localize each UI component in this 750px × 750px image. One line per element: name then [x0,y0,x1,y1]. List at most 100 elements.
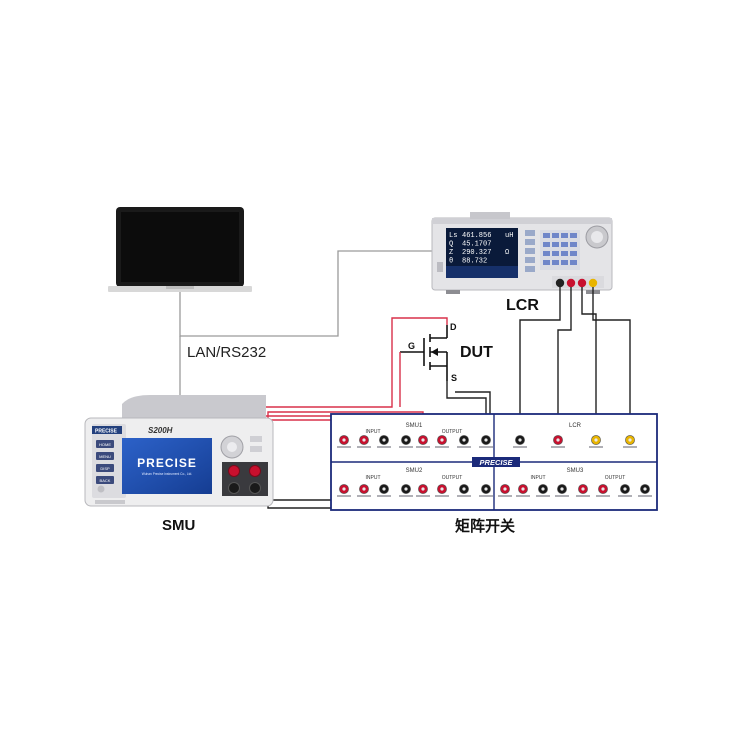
terminal-jack-center [342,438,346,442]
smu1-input-title: INPUT [366,429,381,435]
laptop-icon [108,207,252,292]
smu-side-button-label: HOME [99,442,111,447]
terminal-jack-caption [399,495,413,497]
terminal-jack-caption [623,446,637,448]
smu-side-buttons: HOME MENU DISP BACK [96,440,114,484]
terminal-jack-center [484,487,488,491]
terminal-jack-center [628,438,632,442]
terminal-jack-caption [357,446,371,448]
terminal-jack-center [484,438,488,442]
terminal-jack-center [382,487,386,491]
terminal-jack-center [518,438,522,442]
lcr-row-unit: Ω [505,249,509,257]
terminal-jack-caption [479,446,493,448]
smu-instrument: PRECISE S200H HOME MENU DISP BACK PRECISE W… [84,395,274,507]
terminal-jack-center [362,438,366,442]
terminal-jack-center [440,487,444,491]
terminal-jack-center [421,438,425,442]
lcr-row-value: 290.327 [462,249,491,257]
smu-side-button[interactable] [96,440,114,448]
terminal-jack-caption [536,495,550,497]
terminal-jack-caption [516,495,530,497]
smu-screen-brand: PRECISE [137,456,197,470]
terminal-jack-caption [589,446,603,448]
smu2-output-title: OUTPUT [442,475,463,481]
smu-side-button[interactable] [96,464,114,472]
lcr-row-param: Z [449,249,453,257]
mosfet-arrow-icon [431,348,438,356]
lcr-keypad [525,230,580,272]
terminal-jack-center [556,438,560,442]
terminal-jack-caption [357,495,371,497]
matrix-label: 矩阵开关 [455,517,515,535]
terminal-jack-center [541,487,545,491]
terminal-jack-center [643,487,647,491]
lcr-label: LCR [506,297,539,314]
smu2-title: SMU2 [406,468,423,474]
mosfet-icon [400,325,448,381]
terminal-jack-center [342,487,346,491]
terminal-jack-caption [457,495,471,497]
drain-label: D [450,322,457,332]
terminal-jack-caption [596,495,610,497]
lcr-row-param: Ls [449,232,457,240]
terminal-jack-caption [479,495,493,497]
terminal-jack-center [503,487,507,491]
terminal-jack-center [362,487,366,491]
lcr-row-unit: uH [505,232,513,240]
terminal-jack-center [462,487,466,491]
lcr-panel-title: LCR [569,423,582,429]
smu-side-button-label: DISP [100,466,110,471]
gate-label: G [408,341,415,351]
link-label: LAN/RS232 [187,344,266,361]
smu-brand-text: PRECISE [95,429,118,435]
terminal-jack-caption [416,446,430,448]
terminal-jack-caption [576,495,590,497]
smu1-title: SMU1 [406,423,423,429]
lcr-row-param: θ [449,258,453,266]
lcr-front-terminals [552,276,604,288]
terminal-jack-caption [638,495,652,497]
terminal-jack-caption [435,446,449,448]
terminal-jack-caption [377,446,391,448]
terminal-jack-center [581,487,585,491]
dut-label: DUT [460,344,493,361]
terminal-jack-center [382,438,386,442]
smu-side-button[interactable] [96,452,114,460]
terminal-jack-center [521,487,525,491]
terminal-jack-caption [498,495,512,497]
terminal-jack-caption [416,495,430,497]
matrix-terminals [337,435,652,497]
terminal-jack-center [440,438,444,442]
smu-side-button-label: MENU [99,454,111,459]
terminal-jack-center [601,487,605,491]
terminal-jack-caption [457,446,471,448]
terminal-jack-caption [435,495,449,497]
smu3-input-title: INPUT [531,475,546,481]
source-label: S [451,373,457,383]
smu-side-button-label: BACK [100,478,111,483]
smu3-output-title: OUTPUT [605,475,626,481]
smu-model-text: S200H [148,426,173,435]
lcr-row-value: 461.856 [462,232,491,240]
terminal-jack-caption [399,446,413,448]
smu3-title: SMU3 [567,468,584,474]
smu-screen-subtitle: Wuhan Precise Instrument Co., Ltd. [142,472,193,476]
smu2-input-title: INPUT [366,475,381,481]
terminal-jack-center [404,438,408,442]
terminal-jack-caption [555,495,569,497]
lcr-row-param: Q [449,241,453,249]
terminal-jack-caption [337,446,351,448]
terminal-jack-center [462,438,466,442]
terminal-jack-center [623,487,627,491]
smu-side-button[interactable] [96,476,114,484]
terminal-jack-caption [551,446,565,448]
terminal-jack-center [421,487,425,491]
smu-terminals [222,462,268,496]
matrix-brand-text: PRECISE [480,458,514,467]
lan-rs232-cable [179,250,432,337]
terminal-jack-center [560,487,564,491]
